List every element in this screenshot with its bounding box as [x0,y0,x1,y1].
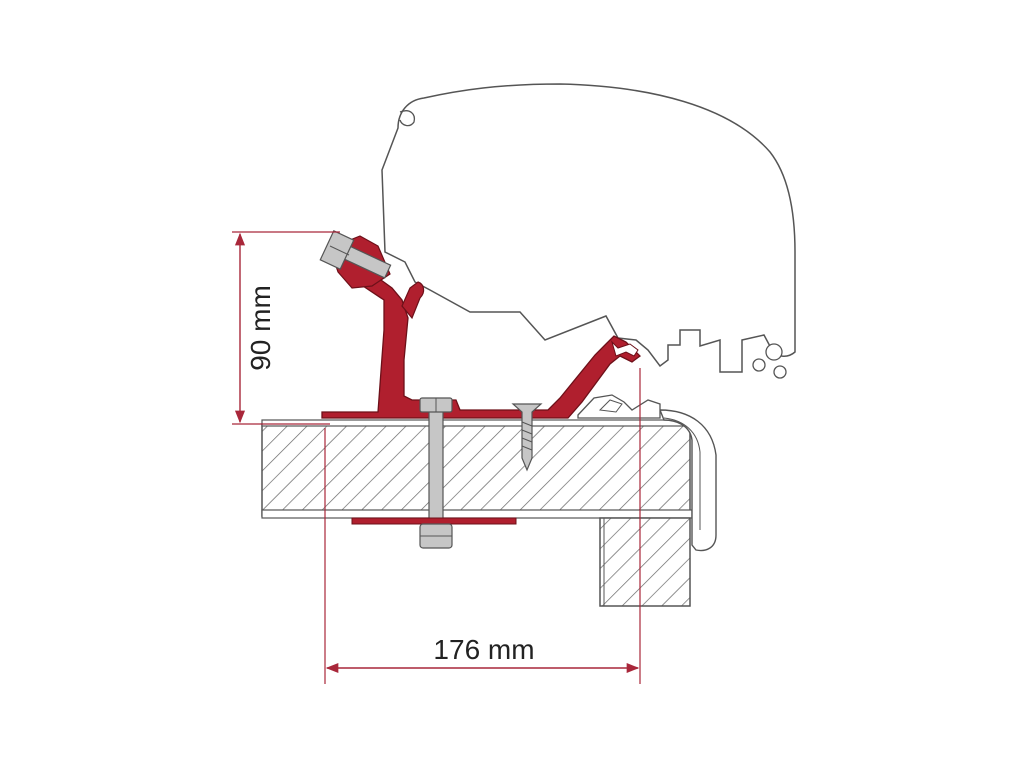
backing-plate [351,517,517,525]
cassette-end-notch [399,110,416,127]
wood-screw [511,403,543,472]
roof-skin [261,419,691,427]
rail-profile [577,394,661,419]
awning-cassette [381,83,796,373]
height-dimension-label: 90 mm [245,285,276,371]
corner-profile [658,409,717,552]
cassette-roll-circle [752,358,766,372]
bracket-top-hook [401,281,425,320]
through-bolt [428,409,444,529]
screw-thread [521,421,533,451]
side-wall [599,517,691,607]
clamp-nut-edge [329,245,350,256]
cassette-roll-circle [773,365,787,379]
width-dimension-label: 176 mm [433,634,534,665]
cassette-roll-circle [765,343,783,361]
clamp-nut [319,230,355,270]
roof-panel [261,423,691,517]
bracket-tip-hook [610,340,639,357]
corner-profile-inner [663,417,701,530]
roof-lining [261,509,693,519]
rail-profile-hook [598,399,623,413]
